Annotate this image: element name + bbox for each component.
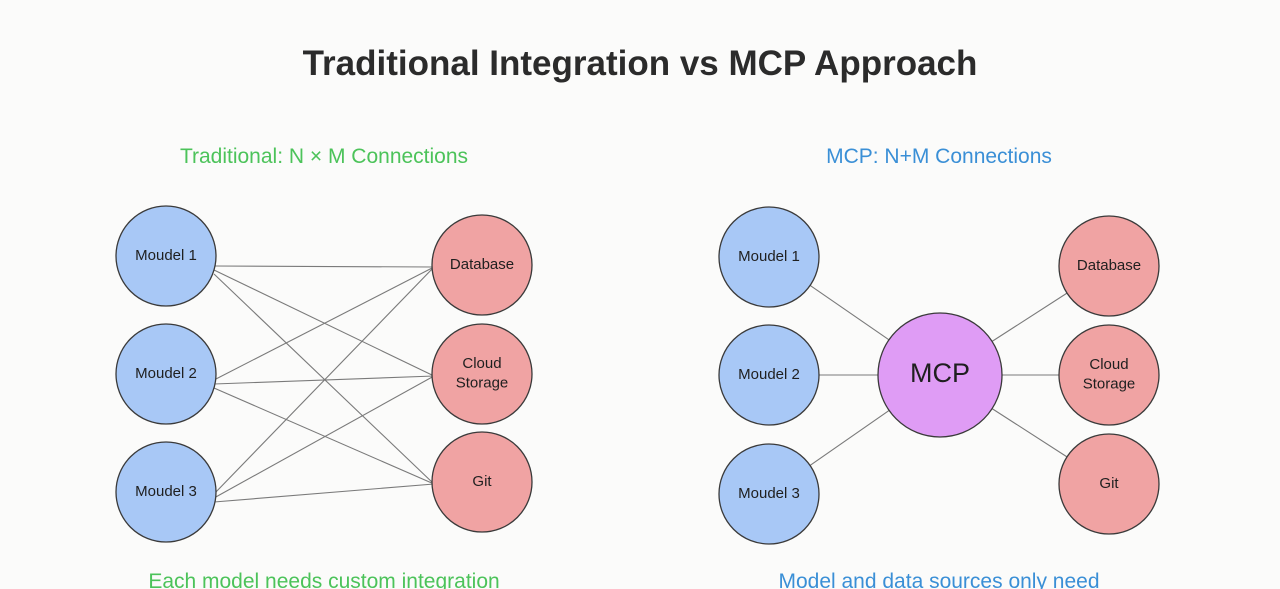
traditional-source-2-label: Storage bbox=[456, 375, 509, 392]
mcp-source-link-3 bbox=[991, 408, 1068, 458]
connection-lines bbox=[213, 265, 1068, 503]
traditional-link-3-3 bbox=[213, 483, 435, 503]
traditional-link-2-1 bbox=[213, 266, 435, 381]
traditional-model-2-circle bbox=[115, 323, 217, 425]
mcp-hub-label: MCP bbox=[910, 358, 970, 388]
mcp-source-1: Database bbox=[1058, 215, 1160, 317]
traditional-model-2-label: Moudel 2 bbox=[135, 365, 197, 382]
mcp-source-2-label: Cloud bbox=[1089, 356, 1128, 373]
traditional-source-1: Database bbox=[431, 214, 533, 316]
mcp-source-3-label: Git bbox=[1099, 475, 1119, 492]
traditional-link-3-1 bbox=[213, 266, 435, 495]
mcp-model-2: Moudel 2 bbox=[718, 324, 820, 426]
mcp-model-1-circle bbox=[718, 206, 820, 308]
traditional-caption: Each model needs custom integration bbox=[148, 570, 500, 589]
traditional-model-3-label: Moudel 3 bbox=[135, 483, 197, 500]
traditional-model-2: Moudel 2 bbox=[115, 323, 217, 425]
mcp-model-3-label: Moudel 3 bbox=[738, 485, 800, 502]
mcp-source-3-circle bbox=[1058, 433, 1160, 535]
mcp-source-link-1 bbox=[991, 292, 1068, 342]
traditional-model-3-circle bbox=[115, 441, 217, 543]
mcp-source-3: Git bbox=[1058, 433, 1160, 535]
mcp-source-1-circle bbox=[1058, 215, 1160, 317]
mcp-model-link-1 bbox=[809, 284, 890, 341]
traditional-source-2-label: Cloud bbox=[462, 355, 501, 372]
traditional-source-3-label: Git bbox=[472, 473, 492, 490]
mcp-source-1-label: Database bbox=[1077, 257, 1141, 274]
traditional-link-2-3 bbox=[213, 387, 435, 485]
traditional-link-3-2 bbox=[213, 375, 435, 499]
traditional-source-1-circle bbox=[431, 214, 533, 316]
traditional-source-1-label: Database bbox=[450, 256, 514, 273]
mcp-heading: MCP: N+M Connections bbox=[826, 145, 1052, 168]
mcp-model-1-label: Moudel 1 bbox=[738, 248, 800, 265]
mcp-model-1: Moudel 1 bbox=[718, 206, 820, 308]
mcp-source-2-label: Storage bbox=[1083, 376, 1136, 393]
mcp-model-2-circle bbox=[718, 324, 820, 426]
traditional-heading: Traditional: N × M Connections bbox=[179, 145, 469, 168]
traditional-source-3-circle bbox=[431, 431, 533, 533]
nodes: Moudel 1 Moudel 2 Moudel 3 DatabaseCloudSto… bbox=[115, 205, 1160, 545]
traditional-link-1-3 bbox=[213, 273, 435, 485]
mcp-source-2-circle bbox=[1058, 324, 1160, 426]
traditional-source-3: Git bbox=[431, 431, 533, 533]
traditional-source-2-circle bbox=[431, 323, 533, 425]
traditional-model-1-circle bbox=[115, 205, 217, 307]
page-title: Traditional Integration vs MCP Approach bbox=[302, 44, 978, 83]
mcp-caption: Model and data sources only need bbox=[778, 570, 1100, 589]
mcp-model-3: Moudel 3 bbox=[718, 443, 820, 545]
mcp-hub-circle bbox=[877, 312, 1003, 438]
traditional-model-1: Moudel 1 bbox=[115, 205, 217, 307]
traditional-link-1-1 bbox=[213, 265, 435, 268]
mcp-model-link-3 bbox=[809, 409, 890, 466]
mcp-model-3-circle bbox=[718, 443, 820, 545]
mcp-hub: MCP bbox=[877, 312, 1003, 438]
traditional-model-1-label: Moudel 1 bbox=[135, 247, 197, 264]
mcp-model-2-label: Moudel 2 bbox=[738, 366, 800, 383]
traditional-model-3: Moudel 3 bbox=[115, 441, 217, 543]
